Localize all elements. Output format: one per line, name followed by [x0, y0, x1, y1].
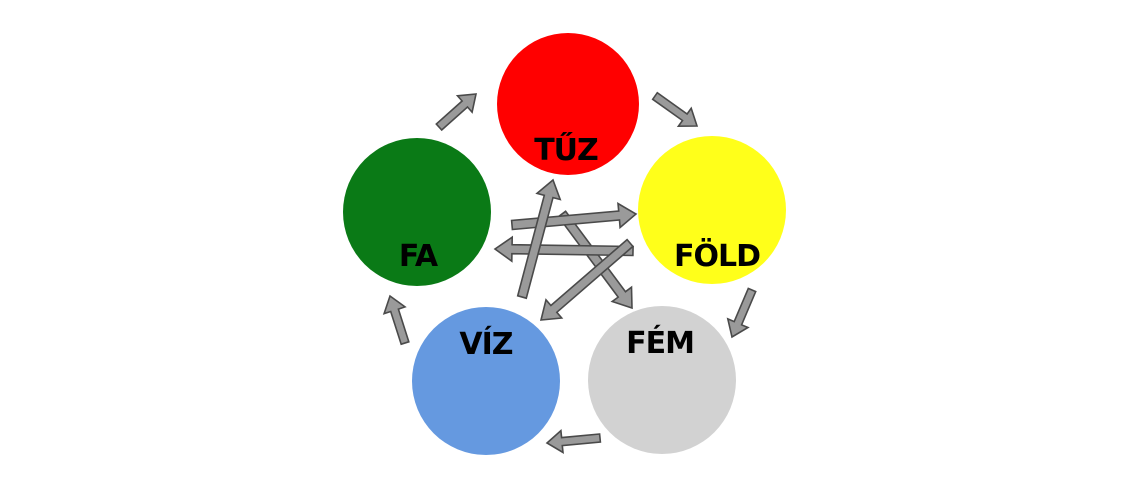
fire-circle [497, 33, 639, 175]
arrow-water-to-wood [382, 294, 410, 346]
node-water: VÍZ [412, 307, 560, 455]
earth-label: FÖLD [674, 237, 760, 274]
earth-circle [638, 136, 786, 284]
arrow-earth-to-water [539, 238, 635, 321]
wood-circle [343, 138, 491, 286]
arrow-fire-to-earth [651, 91, 699, 128]
water-label: VÍZ [459, 326, 512, 362]
node-metal: FÉM [588, 306, 736, 454]
arrow-earth-to-metal [726, 287, 757, 339]
node-earth: FÖLD [638, 136, 786, 284]
controlling-cycle-arrows [493, 178, 638, 321]
arrow-wood-to-fire [435, 93, 478, 132]
wood-label: FA [399, 239, 439, 274]
node-fire: TŰZ [497, 33, 639, 175]
generating-cycle-arrows [382, 91, 757, 454]
metal-circle [588, 306, 736, 454]
arrow-metal-to-water [545, 428, 602, 454]
fire-label: TŰZ [534, 131, 598, 168]
metal-label: FÉM [626, 325, 694, 361]
arrow-water-to-fire [516, 178, 562, 300]
node-wood: FA [343, 138, 491, 286]
arrow-fire-to-metal [557, 210, 633, 310]
water-circle [412, 307, 560, 455]
